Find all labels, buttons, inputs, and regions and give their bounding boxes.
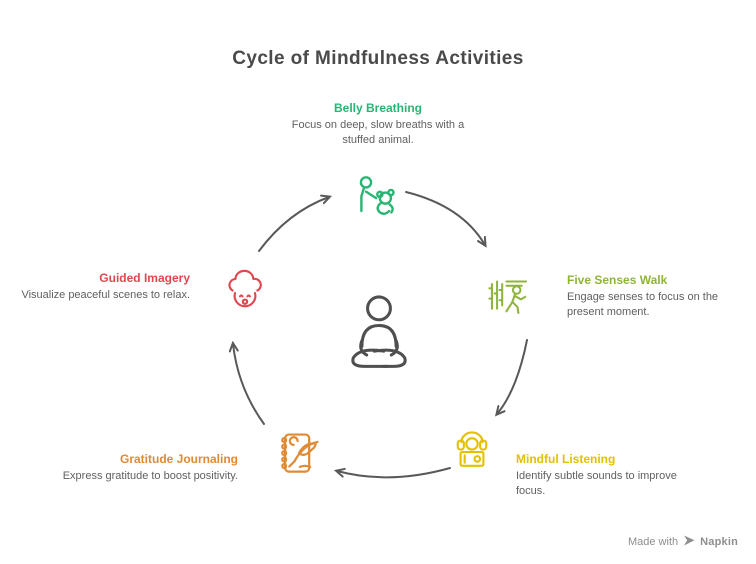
- node-description: Express gratitude to boost positivity.: [62, 470, 238, 483]
- arrow-fivesenses-to-mindful: [494, 339, 528, 417]
- node-gratitude-journaling: Gratitude Journaling Express gratitude t…: [58, 452, 238, 484]
- arrow-guided-to-belly: [258, 194, 333, 252]
- node-title: Guided Imagery: [99, 271, 190, 285]
- node-title: Belly Breathing: [333, 101, 423, 115]
- arrow-belly-to-fivesenses: [405, 191, 487, 248]
- arrow-mindful-to-gratitude: [333, 467, 451, 479]
- child-with-stuffed-animal-icon: [354, 174, 402, 224]
- node-title: Mindful Listening: [516, 452, 616, 466]
- made-with-label: Made with: [627, 536, 679, 548]
- node-guided-imagery: Guided Imagery Visualize peaceful scenes…: [20, 271, 190, 303]
- arrow-gratitude-to-guided: [228, 340, 265, 425]
- journal-with-quill-icon: [274, 429, 324, 479]
- napkin-brand-label: Napkin: [700, 536, 738, 548]
- node-description: Identify subtle sounds to improve focus.: [516, 470, 677, 498]
- meditating-person-icon: [340, 289, 418, 381]
- node-title: Five Senses Walk: [567, 273, 668, 287]
- napkin-logo-icon: [683, 535, 695, 549]
- walking-in-nature-icon: [486, 272, 532, 320]
- node-title: Gratitude Journaling: [119, 452, 238, 466]
- node-five-senses-walk: Five Senses Walk Engage senses to focus …: [567, 273, 737, 320]
- made-with-napkin-link[interactable]: Made with Napkin: [628, 535, 738, 549]
- headphones-listening-icon: [450, 429, 494, 475]
- node-mindful-listening: Mindful Listening Identify subtle sounds…: [516, 452, 686, 499]
- page-title: Cycle of Mindfulness Activities: [232, 48, 524, 69]
- node-description: Focus on deep, slow breaths with a stuff…: [291, 119, 465, 147]
- node-description: Engage senses to focus on the present mo…: [567, 291, 719, 319]
- node-description: Visualize peaceful scenes to relax.: [21, 289, 190, 302]
- node-belly-breathing: Belly Breathing Focus on deep, slow brea…: [278, 101, 478, 148]
- cloud-daydream-face-icon: [221, 269, 269, 317]
